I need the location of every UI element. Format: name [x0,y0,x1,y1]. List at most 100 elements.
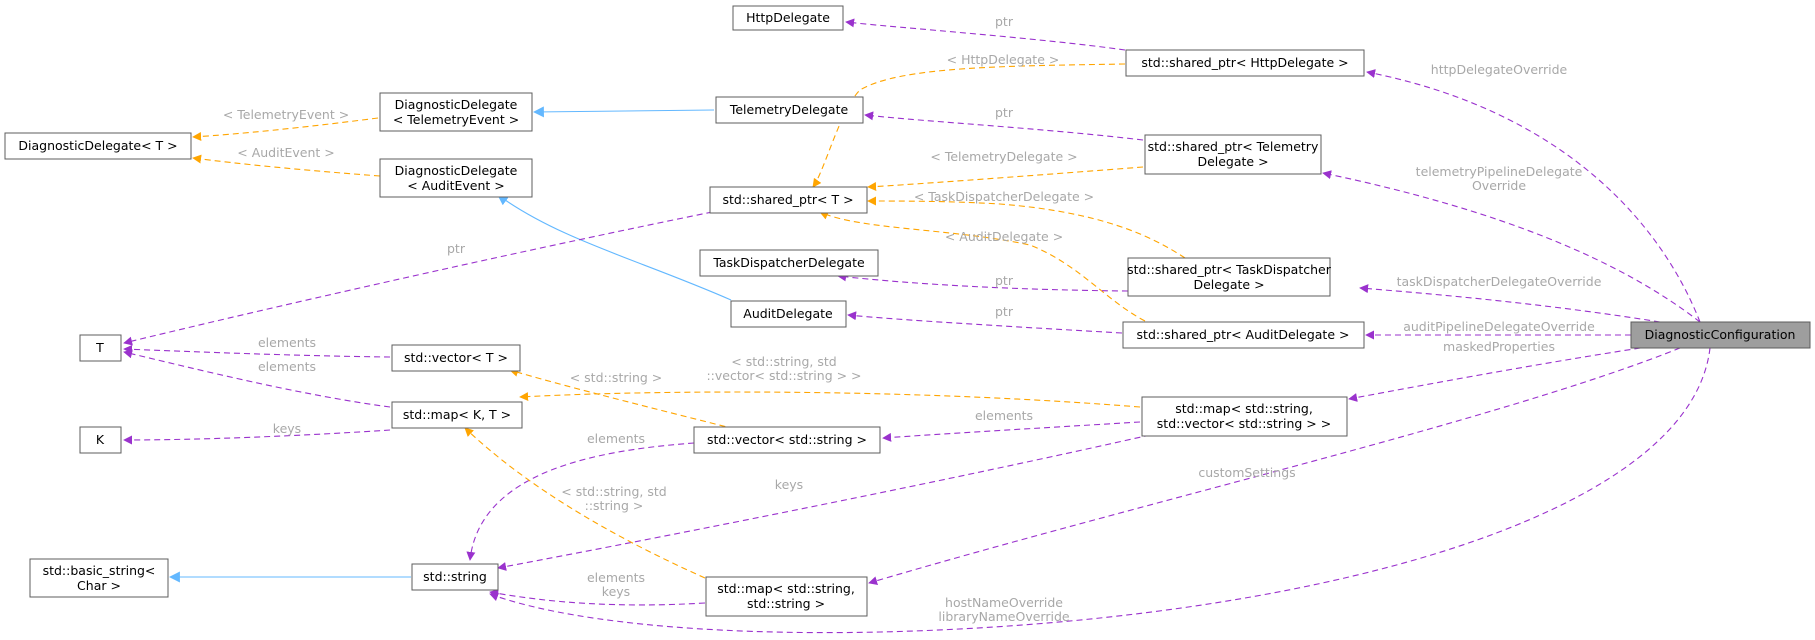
node-vector-t[interactable]: std::vector< T > [391,344,521,372]
edge-ptr-http [845,18,1126,51]
label-custom-settings: customSettings [1198,465,1295,480]
edge-tpl-http [812,63,1126,188]
svg-text:TelemetryDelegate: TelemetryDelegate [729,102,849,117]
svg-text:DiagnosticDelegate< TelemetryE: DiagnosticDelegate< TelemetryEvent > [393,97,519,127]
edge-ptr-telemetry [864,111,1144,141]
edge-ptr-t [123,209,723,346]
node-std-string[interactable]: std::string [411,563,499,591]
svg-text:T: T [95,340,104,355]
label-tpl-string-vector: < std::string, std::vector< std::string … [706,354,861,383]
svg-text:std::map< std::string,std::vec: std::map< std::string,std::vector< std::… [1157,401,1331,431]
node-map-string-vector[interactable]: std::map< std::string,std::vector< std::… [1141,396,1348,437]
label-keys-map-str-vec: keys [775,477,803,492]
svg-text:std::shared_ptr< TaskDispatche: std::shared_ptr< TaskDispatcherDelegate … [1127,262,1332,292]
svg-text:std::shared_ptr< T >: std::shared_ptr< T > [722,192,853,207]
node-vector-string[interactable]: std::vector< std::string > [693,426,881,454]
edge-elements-vector-str [466,442,695,561]
edge-tpl-string-string [464,427,706,579]
edge-tpl-audit-event [192,154,381,177]
edge-tpl-telemetry-delegate [867,166,1144,192]
edge-telemetry-pipeline-override [1322,170,1701,323]
node-shared-ptr-audit-delegate[interactable]: std::shared_ptr< AuditDelegate > [1122,321,1365,349]
label-tpl-audit-delegate: < AuditDelegate > [945,229,1063,244]
node-t[interactable]: T [79,334,122,362]
svg-text:TaskDispatcherDelegate: TaskDispatcherDelegate [712,255,865,270]
edge-inherit-audit [497,194,732,301]
svg-text:std::string: std::string [423,569,487,584]
svg-text:K: K [96,432,105,447]
label-ptr-t: ptr [447,241,466,256]
svg-text:std::vector< std::string >: std::vector< std::string > [707,432,867,447]
node-k[interactable]: K [79,426,122,454]
edge-map-str-str-elements-keys [489,589,706,606]
node-task-dispatcher-delegate[interactable]: TaskDispatcherDelegate [699,249,879,277]
svg-text:std::map< std::string,std::str: std::map< std::string,std::string > [717,581,855,611]
edge-tpl-audit-delegate [819,211,1146,322]
edge-inherit-telemetry [532,106,715,118]
edge-tpl-task-dispatcher [867,196,1186,259]
edge-task-dispatcher-override [1359,284,1661,323]
label-elements-vector-str: elements [587,431,645,446]
edge-tpl-string-vector [519,391,1141,408]
edge-ptr-audit [847,311,1123,334]
svg-text:DiagnosticDelegate< T >: DiagnosticDelegate< T > [18,138,177,153]
svg-text:std::shared_ptr< TelemetryDele: std::shared_ptr< TelemetryDelegate > [1148,139,1319,169]
svg-text:HttpDelegate: HttpDelegate [746,10,830,25]
label-masked-properties: maskedProperties [1443,339,1555,354]
edge-host-name-override [489,347,1711,634]
label-keys-map-kt: keys [273,421,301,436]
label-tpl-http: < HttpDelegate > [947,52,1060,67]
label-elements-map-str-vec: elements [975,408,1033,423]
edges [123,18,1711,634]
node-map-string-string[interactable]: std::map< std::string,std::string > [705,576,868,617]
label-tpl-task-dispatcher: < TaskDispatcherDelegate > [914,189,1094,204]
svg-text:std::map< K, T >: std::map< K, T > [403,407,511,422]
node-basic-string[interactable]: std::basic_string<Char > [29,558,169,598]
label-ptr-audit: ptr [995,304,1014,319]
edge-ptr-task [837,272,1129,292]
svg-text:std::basic_string<Char >: std::basic_string<Char > [43,563,156,593]
edge-elements-map-kt [123,349,391,408]
label-http-delegate-override: httpDelegateOverride [1431,62,1568,77]
svg-text:AuditDelegate: AuditDelegate [743,306,833,321]
label-elements-map-kt: elements [258,359,316,374]
nodes: HttpDelegate std::shared_ptr< HttpDelega… [4,5,1811,617]
node-diagnostic-delegate-telemetry-event[interactable]: DiagnosticDelegate< TelemetryEvent > [379,92,533,132]
node-diagnostic-delegate-audit-event[interactable]: DiagnosticDelegate< AuditEvent > [379,158,533,198]
label-tpl-string-string: < std::string, std::string > [561,484,666,513]
svg-text:std::shared_ptr< HttpDelegate: std::shared_ptr< HttpDelegate > [1141,55,1348,70]
node-audit-delegate[interactable]: AuditDelegate [730,300,847,328]
svg-text:std::vector< T >: std::vector< T > [404,350,508,365]
label-audit-pipeline-override: auditPipelineDelegateOverride [1403,319,1595,334]
edge-masked-properties [1348,344,1661,402]
edge-tpl-telemetry-event [192,117,379,141]
edge-keys-map-str-vec [497,434,1151,571]
label-tpl-telemetry-delegate: < TelemetryDelegate > [930,149,1077,164]
edge-elements-map-str-vec [882,421,1141,442]
edge-elements-vector-t [123,344,391,358]
label-tpl-std-string: < std::string > [570,370,663,385]
node-shared-ptr-t[interactable]: std::shared_ptr< T > [709,186,868,214]
node-shared-ptr-http-delegate[interactable]: std::shared_ptr< HttpDelegate > [1125,49,1365,77]
svg-text:std::shared_ptr< AuditDelegate: std::shared_ptr< AuditDelegate > [1137,327,1350,342]
label-ptr-telemetry: ptr [995,105,1014,120]
node-map-k-t[interactable]: std::map< K, T > [391,401,523,429]
label-task-dispatcher-override: taskDispatcherDelegateOverride [1397,274,1602,289]
edge-keys-map-kt [123,429,391,445]
label-tpl-audit-event: < AuditEvent > [237,145,335,160]
label-tpl-telemetry-event: < TelemetryEvent > [223,107,349,122]
node-diagnostic-delegate-t[interactable]: DiagnosticDelegate< T > [4,132,192,160]
edge-labels: ptr httpDelegateOverride < HttpDelegate … [223,14,1602,624]
label-ptr-task: ptr [995,273,1014,288]
node-telemetry-delegate[interactable]: TelemetryDelegate [715,96,864,124]
label-elements-vector-t: elements [258,335,316,350]
node-diagnostic-configuration[interactable]: DiagnosticConfiguration [1630,321,1811,349]
node-http-delegate[interactable]: HttpDelegate [732,5,844,31]
svg-text:DiagnosticConfiguration: DiagnosticConfiguration [1645,327,1796,342]
